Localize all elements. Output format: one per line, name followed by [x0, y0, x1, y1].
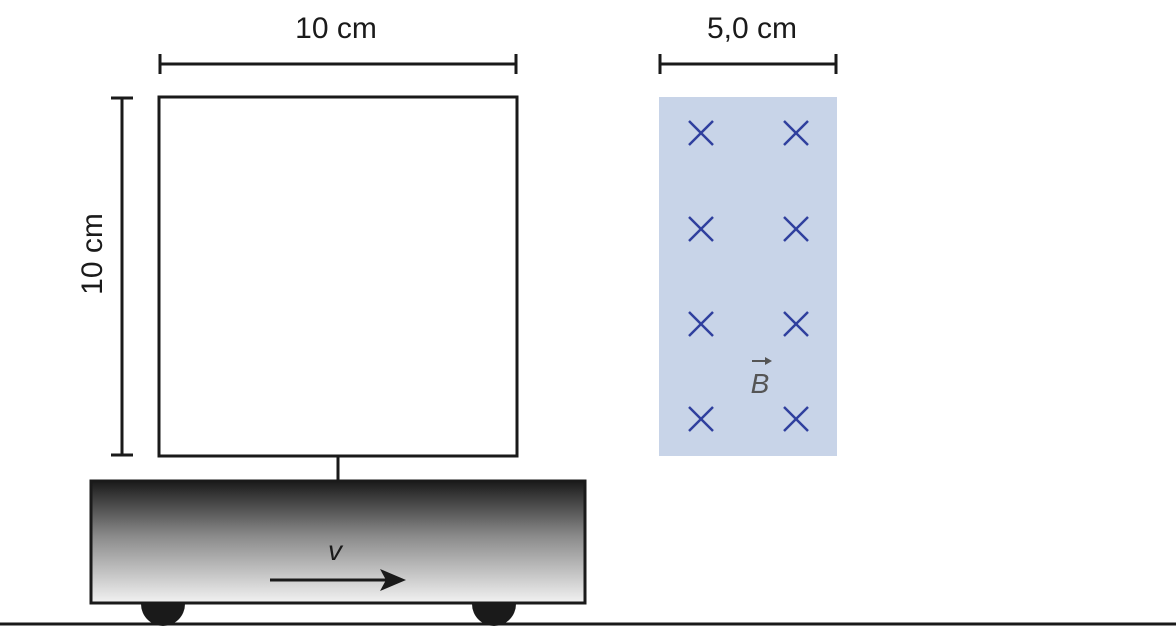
- field-cross-marker: [783, 311, 809, 337]
- magnetic-field-region: [659, 97, 837, 456]
- field-cross-marker: [688, 406, 714, 432]
- loop-width-label: 10 cm: [295, 12, 377, 45]
- field-vector-label: B: [751, 357, 772, 399]
- loop-height-label: 10 cm: [76, 213, 109, 295]
- loop-width-dimension: 10 cm: [158, 12, 518, 74]
- field-cross-marker: [688, 216, 714, 242]
- velocity-arrow: v: [270, 535, 406, 591]
- wire-loop: [157, 95, 519, 458]
- field-cross-marker: [688, 120, 714, 146]
- field-width-dimension: 5,0 cm: [658, 12, 838, 74]
- field-markers: [688, 120, 809, 432]
- field-cross-marker: [783, 120, 809, 146]
- cart: [89, 479, 587, 605]
- field-label: B: [751, 368, 770, 399]
- loop-height-dimension: 10 cm: [76, 96, 133, 457]
- field-cross-marker: [783, 406, 809, 432]
- velocity-label: v: [328, 535, 344, 566]
- field-cross-marker: [688, 311, 714, 337]
- field-width-label: 5,0 cm: [707, 12, 797, 45]
- field-cross-marker: [783, 216, 809, 242]
